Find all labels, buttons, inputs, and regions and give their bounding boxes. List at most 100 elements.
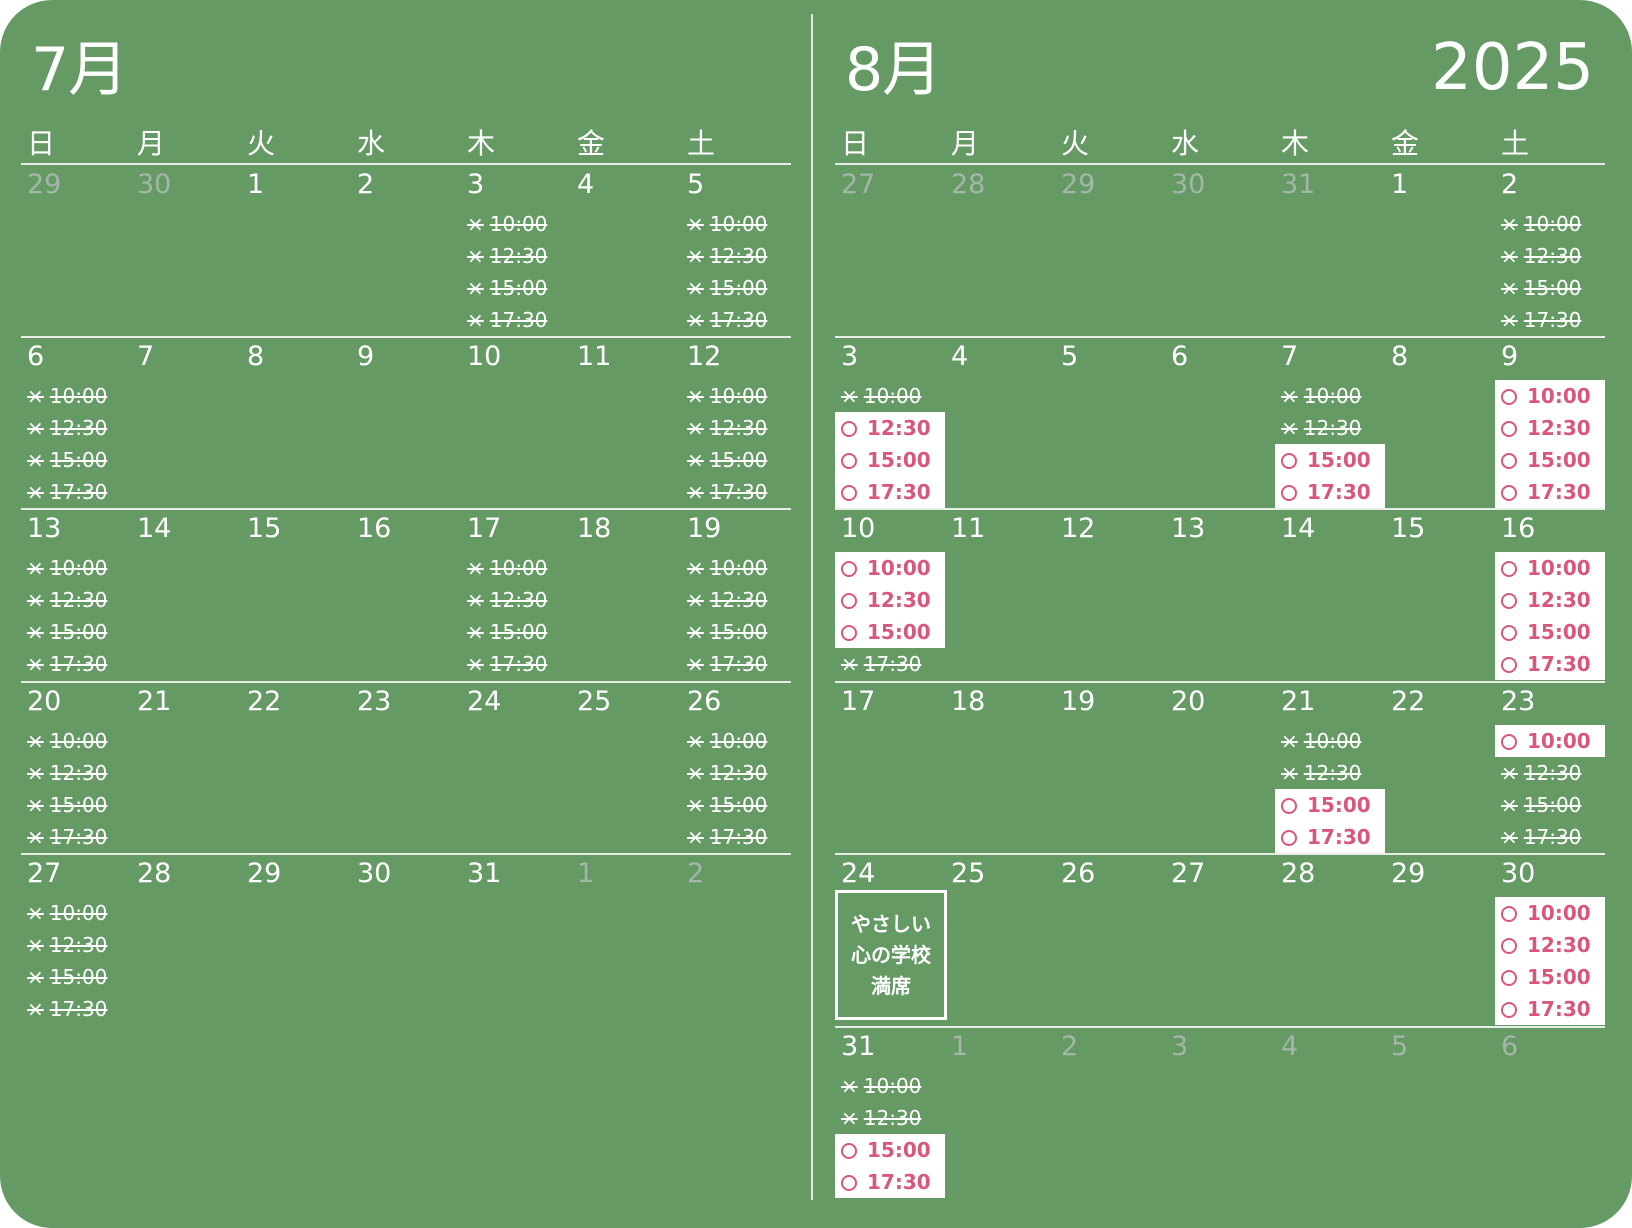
day-cell[interactable]: 11 [945,509,1055,679]
day-cell[interactable]: 5 [1055,337,1165,507]
day-cell[interactable]: 31 [461,854,571,1024]
day-cell[interactable]: 1 [571,854,681,1024]
day-cell[interactable]: 29 [1385,854,1495,1024]
day-cell[interactable]: 2×10:00×12:30×15:00×17:30 [1495,165,1605,335]
day-cell[interactable]: 12 [1055,509,1165,679]
day-cell[interactable]: 28 [945,165,1055,335]
day-cell[interactable]: 17×10:00×12:30×15:00×17:30 [461,509,571,679]
day-cell[interactable]: 6 [1165,337,1275,507]
day-cell[interactable]: 4 [945,337,1055,507]
day-cell[interactable]: 19×10:00×12:30×15:00×17:30 [681,509,791,679]
day-cell[interactable]: 10 [461,337,571,507]
day-cell[interactable]: 15 [241,509,351,679]
day-cell[interactable]: 18 [945,682,1055,852]
day-cell[interactable]: 30 [1165,165,1275,335]
day-cell[interactable]: 8 [1385,337,1495,507]
day-cell[interactable]: 2 [681,854,791,1024]
day-cell[interactable]: 15 [1385,509,1495,679]
day-cell[interactable]: 13×10:00×12:30×15:00×17:30 [21,509,131,679]
day-cell[interactable]: 1 [241,165,351,335]
time-slot-available[interactable]: 12:30 [835,412,945,444]
day-cell[interactable]: 14 [131,509,241,679]
day-cell[interactable]: 7 [131,337,241,507]
day-cell[interactable]: 5 [1385,1027,1495,1197]
day-cell[interactable]: 24 [461,682,571,852]
time-slot-available[interactable]: 15:00 [835,1134,945,1166]
day-cell[interactable]: 31 [1275,165,1385,335]
day-cell[interactable]: 25 [571,682,681,852]
day-cell[interactable]: 27 [835,165,945,335]
day-cell[interactable]: 27×10:00×12:30×15:00×17:30 [21,854,131,1024]
day-cell[interactable]: 9 [351,337,461,507]
day-cell[interactable]: 2 [351,165,461,335]
day-cell[interactable]: 16 [351,509,461,679]
day-cell[interactable]: 20×10:00×12:30×15:00×17:30 [21,682,131,852]
time-slot-available[interactable]: 12:30 [1495,929,1605,961]
time-slot-available[interactable]: 15:00 [1495,616,1605,648]
time-slot-available[interactable]: 10:00 [1495,725,1605,757]
time-slot-available[interactable]: 17:30 [1275,476,1385,508]
day-cell[interactable]: 26×10:00×12:30×15:00×17:30 [681,682,791,852]
day-cell[interactable]: 6 [1495,1027,1605,1197]
time-slot-available[interactable]: 10:00 [835,552,945,584]
day-cell[interactable]: 2 [1055,1027,1165,1197]
day-cell[interactable]: 29 [21,165,131,335]
day-cell[interactable]: 22 [1385,682,1495,852]
day-cell[interactable]: 29 [1055,165,1165,335]
day-cell[interactable]: 12×10:00×12:30×15:00×17:30 [681,337,791,507]
time-slot-available[interactable]: 17:30 [1495,648,1605,680]
time-slot-available[interactable]: 15:00 [1495,444,1605,476]
day-cell[interactable]: 28 [131,854,241,1024]
time-slot-available[interactable]: 12:30 [835,584,945,616]
day-cell[interactable]: 22 [241,682,351,852]
day-cell[interactable]: 27 [1165,854,1275,1024]
day-cell[interactable]: 18 [571,509,681,679]
day-cell[interactable]: 8 [241,337,351,507]
time-slot-available[interactable]: 17:30 [1275,821,1385,853]
day-cell[interactable]: 5×10:00×12:30×15:00×17:30 [681,165,791,335]
day-cell[interactable]: 23 [351,682,461,852]
day-cell[interactable]: 29 [241,854,351,1024]
day-cell[interactable]: 3 [1165,1027,1275,1197]
day-cell[interactable]: 28 [1275,854,1385,1024]
time-slot-available[interactable]: 10:00 [1495,552,1605,584]
time-slot-available[interactable]: 15:00 [1495,961,1605,993]
time-slot-available[interactable]: 10:00 [1495,380,1605,412]
day-cell[interactable]: 1 [1385,165,1495,335]
day-cell[interactable]: 25 [945,854,1055,1024]
time-slot-available[interactable]: 15:00 [835,444,945,476]
time-slot-available[interactable]: 12:30 [1495,412,1605,444]
time-slot-available[interactable]: 17:30 [1495,993,1605,1025]
day-cell[interactable]: 13 [1165,509,1275,679]
day-cell[interactable]: 4 [1275,1027,1385,1197]
time-slot-available[interactable]: 17:30 [1495,476,1605,508]
time-slot-available[interactable]: 12:30 [1495,584,1605,616]
time-slot-available[interactable]: 17:30 [835,476,945,508]
day-cell[interactable]: 14 [1275,509,1385,679]
day-cell[interactable]: 19 [1055,682,1165,852]
day-cell[interactable]: 26 [1055,854,1165,1024]
day-cell[interactable]: 30 [131,165,241,335]
time-slot-available[interactable]: 10:00 [1495,897,1605,929]
day-cell[interactable]: 1 [945,1027,1055,1197]
day-cell[interactable]: 4 [571,165,681,335]
day-cell[interactable]: 17 [835,682,945,852]
day-cell[interactable]: 3×10:00×12:30×15:00×17:30 [461,165,571,335]
day-cell[interactable]: 21 [131,682,241,852]
day-cell[interactable]: 20 [1165,682,1275,852]
day-cell[interactable]: 11 [571,337,681,507]
time-slot-available[interactable]: 15:00 [1275,444,1385,476]
time-slot-available[interactable]: 15:00 [1275,789,1385,821]
day-cell[interactable]: 6×10:00×12:30×15:00×17:30 [21,337,131,507]
time-slot-available[interactable]: 17:30 [835,1166,945,1198]
